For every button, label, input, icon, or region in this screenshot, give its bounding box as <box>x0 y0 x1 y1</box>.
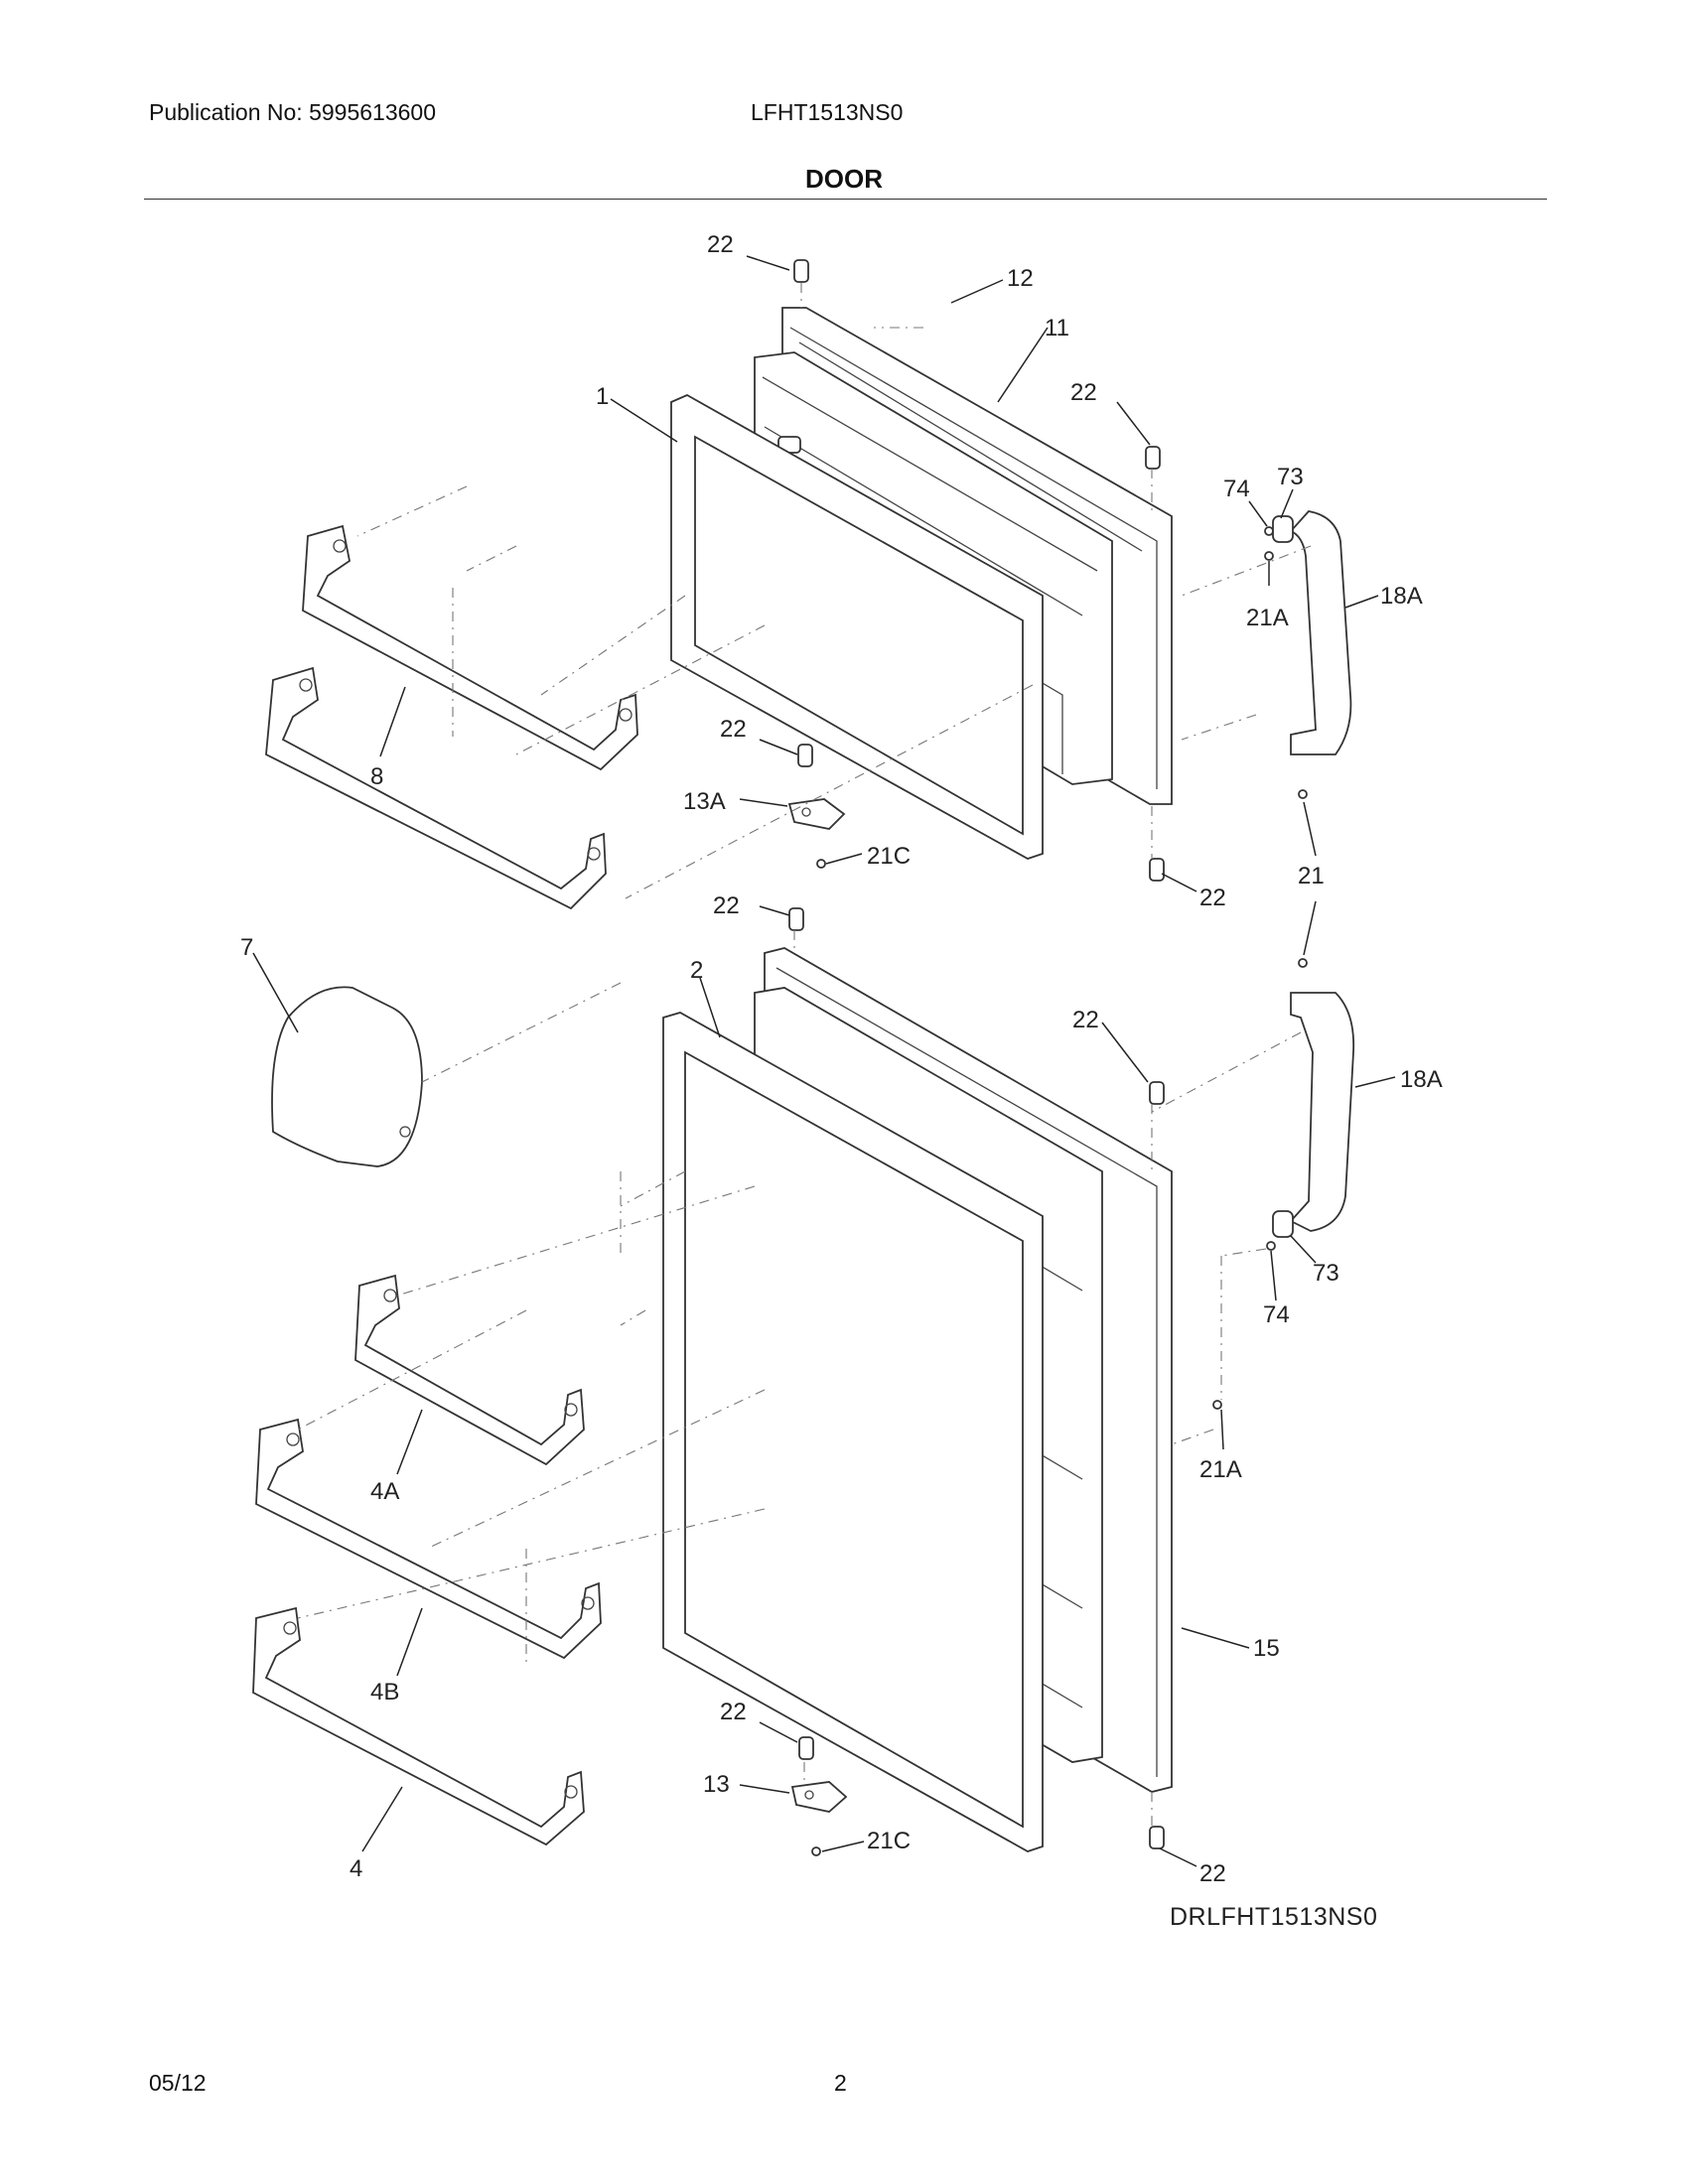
callout-18a: 18A <box>1400 1066 1443 1093</box>
callout-22: 22 <box>720 1699 747 1725</box>
assembly-centerlines <box>297 283 1312 1827</box>
screws <box>811 526 1308 1856</box>
section-title: DOOR <box>805 164 883 194</box>
drawing-code: DRLFHT1513NS0 <box>1170 1903 1378 1931</box>
callout-leaders <box>252 255 1396 1867</box>
callout-15: 15 <box>1253 1635 1280 1662</box>
freezer-door-gasket-1 <box>670 393 1044 860</box>
fresh-food-door-gasket-2 <box>662 1012 1044 1852</box>
door-shelf-4b <box>255 1418 602 1660</box>
callout-22: 22 <box>720 716 747 743</box>
callout-4b: 4B <box>370 1679 399 1706</box>
callout-21: 21 <box>1298 863 1325 889</box>
callout-labels: 22 12 11 1 22 74 73 18A 21A 8 22 13A 21C… <box>240 231 1443 1887</box>
publication-number: Publication No: 5995613600 <box>149 99 437 125</box>
callout-22: 22 <box>1199 1860 1226 1887</box>
dairy-bin-7 <box>271 986 423 1167</box>
callout-22: 22 <box>1072 1007 1099 1033</box>
freezer-handle-18a <box>1272 510 1352 755</box>
page-number: 2 <box>834 2070 847 2096</box>
callout-4: 4 <box>350 1855 362 1882</box>
hinge-pin-22 <box>788 259 1165 1849</box>
freezer-shelf-8-lower <box>265 666 607 910</box>
callout-73: 73 <box>1313 1260 1339 1287</box>
callout-13a: 13A <box>683 788 726 815</box>
footer-date: 05/12 <box>149 2070 207 2096</box>
callout-74: 74 <box>1263 1301 1290 1328</box>
callout-4a: 4A <box>370 1478 399 1505</box>
callout-18a: 18A <box>1380 583 1423 610</box>
fridge-handle-18a <box>1272 992 1355 1238</box>
upper-hinge-13a <box>787 798 846 830</box>
callout-21c: 21C <box>867 843 911 870</box>
callout-22: 22 <box>713 892 740 919</box>
callout-11: 11 <box>1045 315 1069 341</box>
header-rule <box>144 199 1547 200</box>
door-shelf-4a <box>354 1274 585 1466</box>
callout-21c: 21C <box>867 1828 911 1854</box>
model-number: LFHT1513NS0 <box>751 99 904 125</box>
callout-21a: 21A <box>1246 605 1289 631</box>
callout-22: 22 <box>1070 379 1097 406</box>
callout-74: 74 <box>1223 476 1250 502</box>
freezer-shelf-8-upper <box>302 524 638 771</box>
callout-7: 7 <box>240 934 253 961</box>
callout-73: 73 <box>1277 464 1304 490</box>
callout-22: 22 <box>707 231 734 258</box>
callout-12: 12 <box>1007 265 1034 292</box>
callout-2: 2 <box>690 957 703 984</box>
callout-1: 1 <box>596 383 609 410</box>
callout-22: 22 <box>1199 885 1226 911</box>
lower-hinge-13 <box>790 1781 848 1813</box>
callout-13: 13 <box>703 1771 730 1798</box>
callout-8: 8 <box>370 763 383 790</box>
callout-21a: 21A <box>1199 1456 1242 1483</box>
door-shelf-4 <box>252 1606 585 1846</box>
